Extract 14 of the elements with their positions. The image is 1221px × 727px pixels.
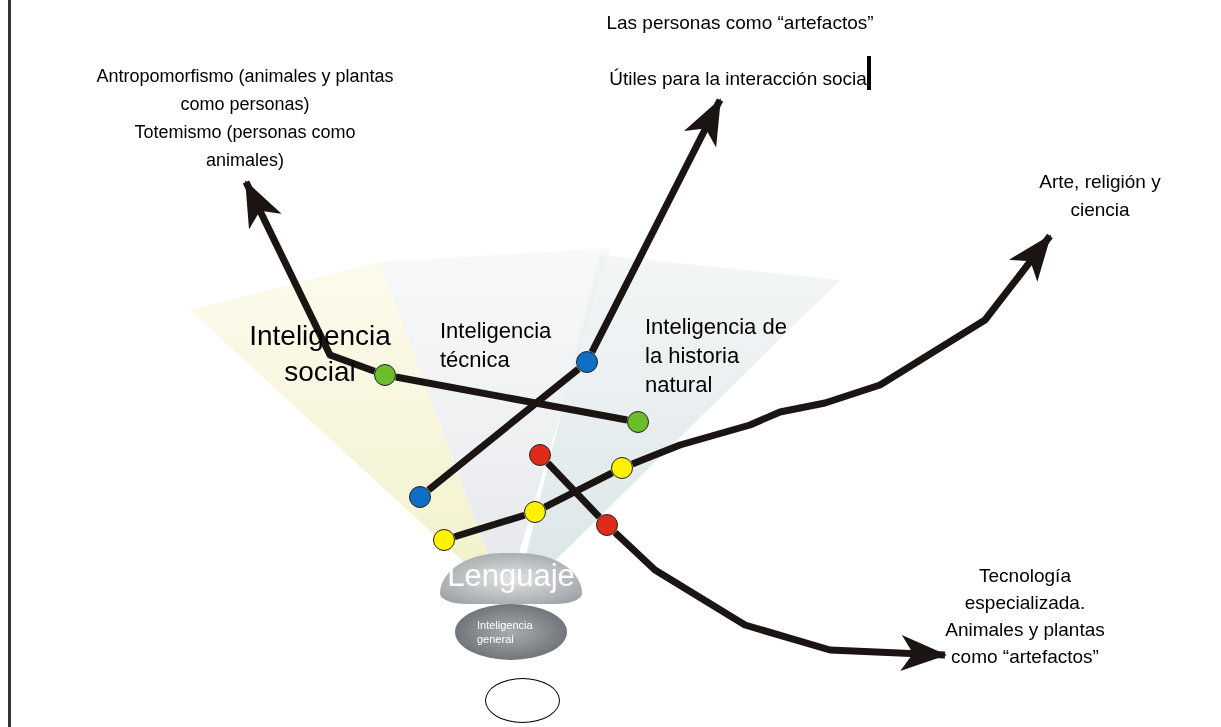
path-dot	[596, 514, 618, 536]
section-label: Lenguaje	[447, 559, 575, 593]
arrow	[630, 233, 1053, 468]
section-label: Inteligencia técnica	[440, 317, 553, 374]
outcome-text: Arte, religión y ciencia	[1038, 170, 1162, 222]
outcome-text: Útiles para la interacción socia	[609, 67, 867, 91]
section-label: Inteligencia de la historia natural	[645, 313, 788, 399]
outcome-text: Tecnología especializada. Animales y plantas como “artefactos”	[945, 564, 1105, 669]
arrow	[612, 529, 947, 672]
outcome-text: Las personas como “artefactos”	[606, 11, 874, 35]
outcome-text: Antropomorfismo (animales y plantas como personas)	[95, 65, 395, 116]
arrow	[588, 98, 724, 354]
outcome-text: Totemismo (personas como animales)	[133, 121, 357, 172]
section-label: Inteligencia general	[477, 618, 534, 646]
